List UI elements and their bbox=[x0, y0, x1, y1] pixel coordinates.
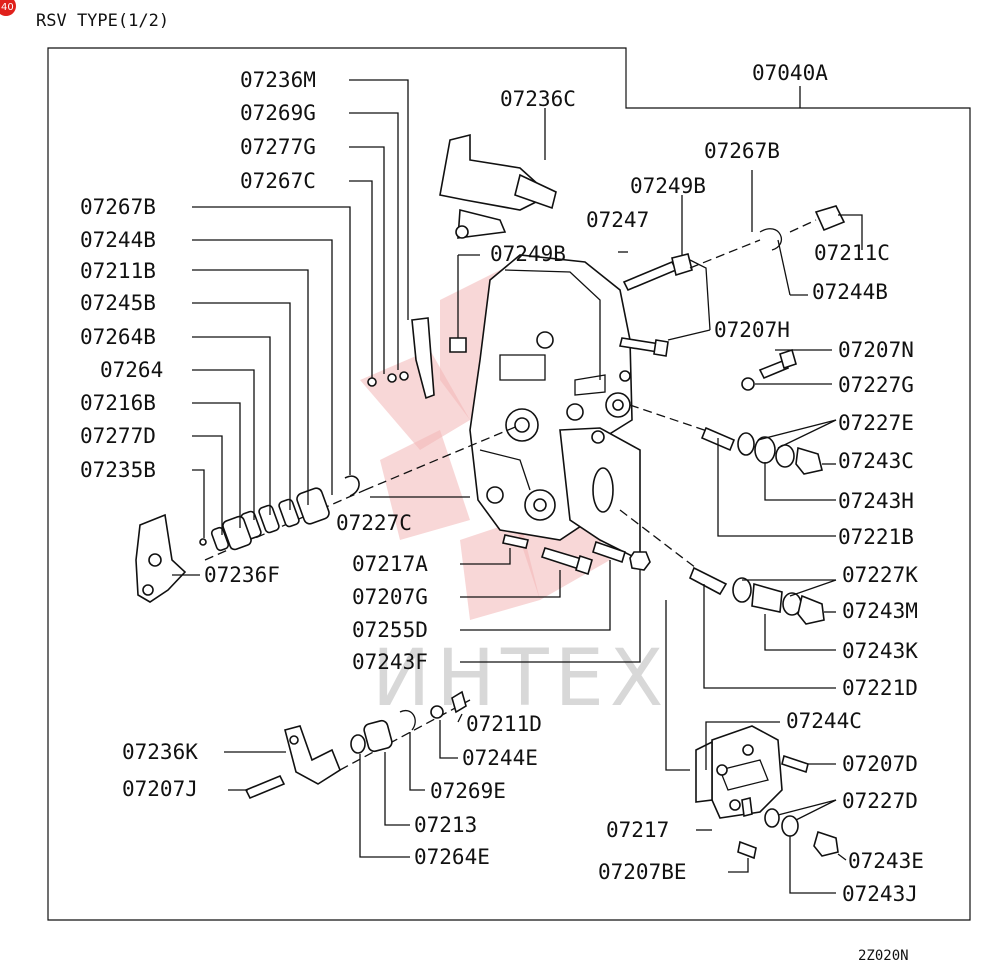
label-07207D: 07207D bbox=[842, 752, 918, 776]
label-07227C: 07227C bbox=[336, 511, 412, 535]
part-07211C-plug bbox=[759, 205, 846, 251]
diagram-code: 2Z020N bbox=[858, 948, 909, 964]
part-07221B-stack bbox=[700, 426, 823, 475]
label-07243E: 07243E bbox=[848, 849, 924, 873]
label-07243C: 07243C bbox=[838, 449, 914, 473]
label-07211B: 07211B bbox=[80, 259, 156, 283]
label-07227K: 07227K bbox=[842, 563, 918, 587]
label-07236K: 07236K bbox=[122, 740, 198, 764]
label-07243F: 07243F bbox=[352, 650, 428, 674]
part-07207G-bolt bbox=[540, 547, 593, 576]
label-07243J: 07243J bbox=[842, 882, 918, 906]
label-07227G: 07227G bbox=[838, 373, 914, 397]
part-07236M-lever bbox=[367, 317, 435, 400]
label-07217: 07217 bbox=[606, 818, 669, 842]
label-07221B: 07221B bbox=[838, 525, 914, 549]
label-07227E: 07227E bbox=[838, 411, 914, 435]
label-07269G: 07269G bbox=[240, 101, 316, 125]
part-07207D-bolt bbox=[781, 754, 809, 774]
label-07236M: 07236M bbox=[240, 68, 316, 92]
label-07277G: 07277G bbox=[240, 135, 316, 159]
label-07247: 07247 bbox=[586, 208, 649, 232]
part-07255D-stud bbox=[592, 540, 626, 564]
label-07244B-right: 07244B bbox=[812, 280, 888, 304]
label-07267B-left: 07267B bbox=[80, 195, 156, 219]
label-07243K: 07243K bbox=[842, 639, 918, 663]
label-07217A: 07217A bbox=[352, 552, 428, 576]
governor-housing bbox=[469, 254, 641, 562]
part-07221D-stack bbox=[688, 566, 825, 625]
part-07213-weight bbox=[350, 709, 416, 754]
page-title: RSV TYPE(1/2) bbox=[36, 11, 169, 31]
part-07207BE-bolt bbox=[737, 840, 757, 860]
part-07207H-bolt bbox=[619, 337, 669, 357]
label-07249B-mid: 07249B bbox=[490, 242, 566, 266]
label-07264E: 07264E bbox=[414, 845, 490, 869]
label-07243M: 07243M bbox=[842, 599, 918, 623]
part-07217A-bolt bbox=[502, 534, 529, 549]
label-07267C: 07267C bbox=[240, 169, 316, 193]
part-07244C-cover bbox=[695, 725, 783, 819]
label-07277D: 07277D bbox=[80, 424, 156, 448]
label-07221D: 07221D bbox=[842, 676, 918, 700]
label-07213: 07213 bbox=[414, 813, 477, 837]
part-07243E-stack bbox=[764, 808, 839, 857]
label-07269E: 07269E bbox=[430, 779, 506, 803]
label-07264: 07264 bbox=[100, 358, 163, 382]
label-07244E: 07244E bbox=[462, 746, 538, 770]
part-07211D-plug bbox=[430, 690, 467, 719]
label-07235B: 07235B bbox=[80, 458, 156, 482]
label-07243H: 07243H bbox=[838, 489, 914, 513]
part-07243F-nut bbox=[629, 551, 651, 571]
part-07249B-pin bbox=[449, 255, 467, 353]
assembly-frame bbox=[47, 47, 971, 921]
label-07207G: 07207G bbox=[352, 585, 428, 609]
label-07264B: 07264B bbox=[80, 325, 156, 349]
part-07207J-bolt bbox=[244, 774, 286, 800]
label-07227D: 07227D bbox=[842, 789, 918, 813]
leader-lines bbox=[172, 79, 863, 894]
label-07244B-left: 07244B bbox=[80, 228, 156, 252]
assembly-label: 07040A bbox=[752, 61, 828, 85]
label-07267B-right: 07267B bbox=[704, 139, 780, 163]
label-07216B: 07216B bbox=[80, 391, 156, 415]
part-number-labels: 07236M 07269G 07277G 07267C 07236C 07267… bbox=[80, 68, 924, 906]
left-shaft-stack bbox=[199, 424, 521, 561]
part-07207N-bolt bbox=[758, 348, 797, 380]
part-07236K-lever bbox=[284, 725, 341, 785]
label-07255D: 07255D bbox=[352, 618, 428, 642]
label-07244C: 07244C bbox=[786, 709, 862, 733]
part-07247-shaft bbox=[622, 253, 693, 292]
label-07207N: 07207N bbox=[838, 338, 914, 362]
part-07236C-lever bbox=[439, 108, 557, 239]
label-07207J: 07207J bbox=[122, 777, 198, 801]
label-07211D: 07211D bbox=[466, 712, 542, 736]
label-07249B-top: 07249B bbox=[630, 174, 706, 198]
label-07236F: 07236F bbox=[204, 563, 280, 587]
label-07236C: 07236C bbox=[500, 87, 576, 111]
label-07207BE: 07207BE bbox=[598, 860, 687, 884]
part-07227G-washer bbox=[741, 377, 755, 391]
page-badge-text: 40 bbox=[1, 2, 14, 13]
label-07211C: 07211C bbox=[814, 241, 890, 265]
page-badge-icon bbox=[0, 0, 16, 16]
label-07245B: 07245B bbox=[80, 291, 156, 315]
watermark-text: ИНТЕХ bbox=[372, 634, 669, 724]
label-07207H: 07207H bbox=[714, 318, 790, 342]
part-07236F-bracket bbox=[135, 513, 187, 603]
